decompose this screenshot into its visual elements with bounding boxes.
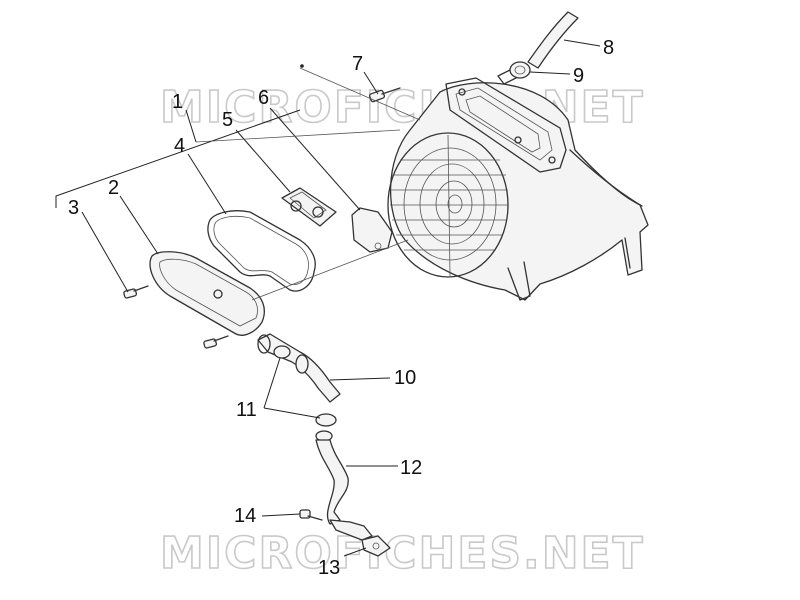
part-13-flange — [329, 519, 391, 557]
callout-6: 6 — [258, 87, 269, 109]
part-6-cover — [351, 207, 393, 253]
callout-7: 7 — [352, 53, 363, 75]
callout-5: 5 — [222, 109, 233, 131]
part-9-clamp — [497, 61, 531, 85]
callout-14: 14 — [234, 505, 256, 527]
callout-12: 12 — [400, 457, 422, 479]
callout-11: 11 — [236, 399, 257, 421]
part-4-gasket — [207, 210, 316, 292]
callout-labels: 1 2 3 4 5 6 7 8 9 10 11 12 13 14 — [68, 37, 614, 579]
callout-8: 8 — [603, 37, 614, 59]
callout-9: 9 — [573, 65, 584, 87]
watermark-bottom: MICROFICHES.NET — [160, 528, 645, 579]
part-14-bolt — [299, 509, 323, 521]
callout-2: 2 — [108, 177, 119, 199]
leader-lines — [55, 39, 601, 557]
part-12-pipe — [315, 439, 349, 525]
part-8-hose — [527, 11, 579, 69]
callout-1: 1 — [172, 91, 183, 113]
fan-housing — [387, 77, 649, 301]
callout-10: 10 — [394, 367, 416, 389]
callout-3: 3 — [68, 197, 79, 219]
part-2-airbox-cover — [149, 251, 265, 336]
callout-13: 13 — [318, 557, 340, 579]
callout-4: 4 — [174, 135, 185, 157]
part-5-filter — [281, 187, 337, 227]
part-11-clamps — [273, 345, 337, 442]
